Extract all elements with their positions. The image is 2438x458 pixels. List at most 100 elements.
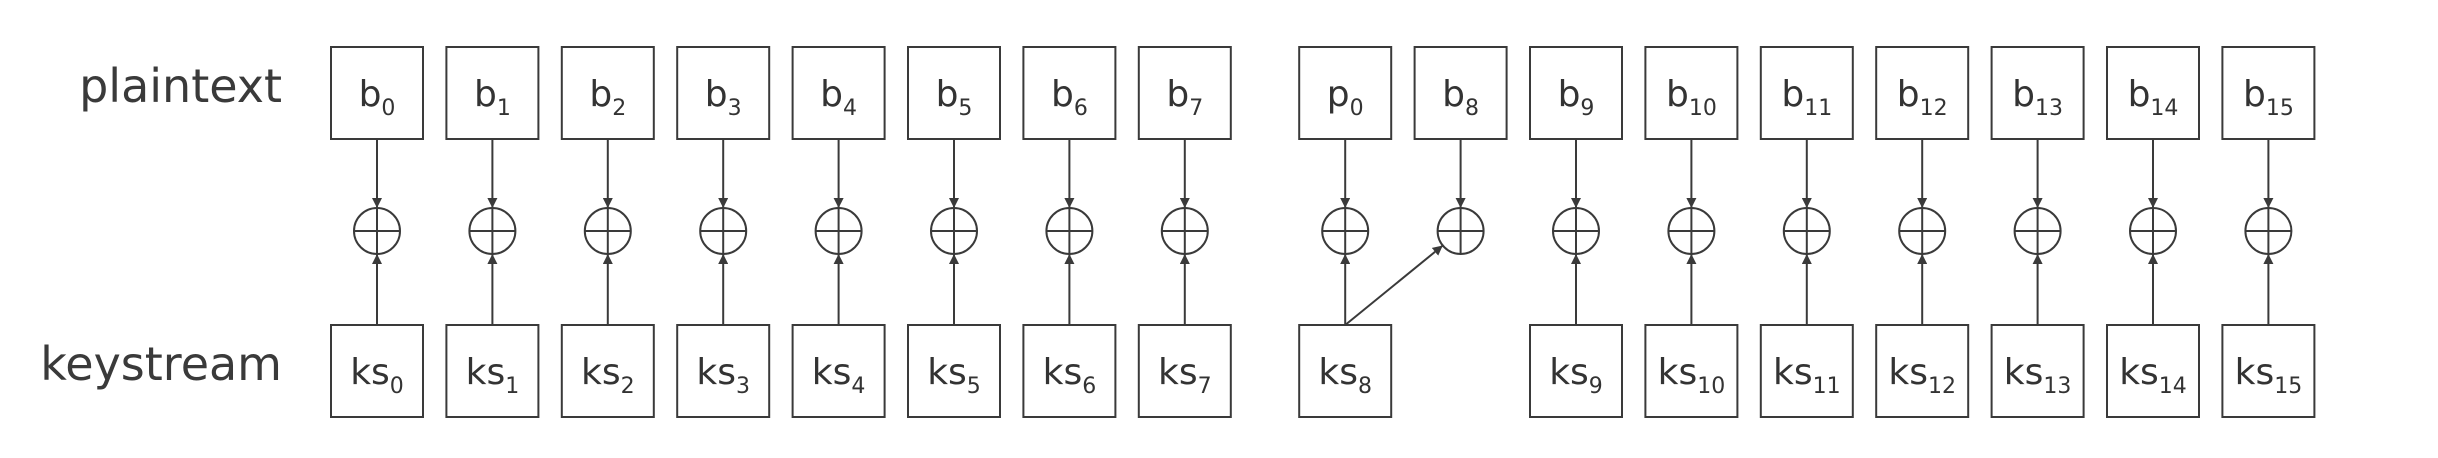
plaintext-box-b13: b13 [1990,46,2085,140]
plaintext-box-b4-subscript: 4 [843,96,857,121]
plaintext-box-b15-base: b [2243,74,2266,115]
keystream-box-ks14-base: ks [2119,352,2159,393]
xor-icon [1436,207,1485,255]
plaintext-box-b8-base: b [1442,74,1465,115]
plaintext-box-b9-frame [1529,46,1623,140]
plaintext-box-b4-base: b [820,74,843,115]
byte-columns: b0ks0b1ks1b2ks2b3ks3b4ks4b5ks5b6ks6b7ks7… [330,46,2316,418]
plaintext-box-b2: b2 [560,46,655,140]
keystream-box-ks15-base: ks [2235,352,2275,393]
plaintext-box-b8-frame [1413,46,1508,140]
plaintext-box-b3-base: b [705,74,728,115]
keystream-box-ks14: ks14 [2106,324,2200,418]
plaintext-box-b0-label: b0 [359,74,396,121]
plaintext-box-b13-label: b13 [2012,74,2063,121]
keystream-label: keystream [40,337,282,391]
xor-icon [1160,207,1209,255]
keystream-box-ks11: ks11 [1759,324,1854,418]
keystream-box-ks12-base: ks [1888,352,1928,393]
xor-icon [1898,207,1947,255]
xor-icon [1782,207,1831,255]
keystream-box-ks6: ks6 [1022,324,1117,418]
keystream-box-ks2-base: ks [581,352,621,393]
xor-icon [2013,207,2062,255]
plaintext-box-b2-base: b [589,74,612,115]
plaintext-box-b5-subscript: 5 [958,96,972,121]
plaintext-box-p0-label: p0 [1327,74,1364,121]
plaintext-box-b11-base: b [1781,74,1804,115]
keystream-box-ks7-subscript: 7 [1198,374,1212,399]
plaintext-box-b2-label: b2 [589,74,626,121]
plaintext-box-b7-subscript: 7 [1189,96,1203,121]
keystream-box-ks15: ks15 [2221,324,2316,418]
keystream-box-ks7-frame [1137,324,1232,418]
keystream-box-ks4-frame [791,324,886,418]
keystream-box-ks2-subscript: 2 [621,374,635,399]
keystream-box-ks9-label: ks9 [1549,352,1603,399]
keystream-box-ks4-label: ks4 [812,352,866,399]
keystream-box-ks7-base: ks [1158,352,1198,393]
plaintext-box-b2-frame [560,46,655,140]
plaintext-label: plaintext [79,59,282,113]
keystream-box-ks4-base: ks [812,352,852,393]
keystream-box-ks0-subscript: 0 [390,374,404,399]
plaintext-box-b2-subscript: 2 [612,96,626,121]
plaintext-box-b10-label: b10 [1666,74,1717,121]
plaintext-box-b7-label: b7 [1166,74,1203,121]
plaintext-box-b3-frame [676,46,771,140]
keystream-box-ks2: ks2 [560,324,655,418]
keystream-box-ks8-label: ks8 [1318,352,1372,399]
plaintext-box-p0-frame [1298,46,1393,140]
xor-icon [1321,207,1370,255]
plaintext-box-b0-base: b [359,74,382,115]
keystream-box-ks12-subscript: 12 [1928,374,1956,399]
keystream-box-ks13-base: ks [2004,352,2044,393]
xor-icon [1045,207,1094,255]
plaintext-box-b8-label: b8 [1442,74,1479,121]
keystream-box-ks4: ks4 [791,324,886,418]
plaintext-box-b8-subscript: 8 [1465,96,1479,121]
plaintext-box-b3: b3 [676,46,771,140]
xor-icon [353,207,401,255]
plaintext-box-b9-base: b [1558,74,1581,115]
keystream-box-ks14-subscript: 14 [2159,374,2187,399]
keystream-box-ks15-label: ks15 [2235,352,2303,399]
keystream-box-ks5-subscript: 5 [967,374,981,399]
plaintext-box-b5: b5 [907,46,1001,140]
keystream-box-ks0: ks0 [330,324,424,418]
plaintext-box-b10: b10 [1644,46,1739,140]
plaintext-box-b1-subscript: 1 [497,96,511,121]
keystream-reuse-arrow [1344,244,1444,326]
plaintext-box-b5-label: b5 [936,74,973,121]
plaintext-box-b11-frame [1759,46,1854,140]
plaintext-box-b7: b7 [1137,46,1232,140]
plaintext-box-b13-frame [1990,46,2085,140]
plaintext-box-p0-subscript: 0 [1350,96,1364,121]
keystream-box-ks14-label: ks14 [2119,352,2187,399]
keystream-box-ks3: ks3 [676,324,771,418]
xor-icon [1552,207,1600,255]
plaintext-box-b11-label: b11 [1781,74,1832,121]
plaintext-box-b12-base: b [1897,74,1920,115]
plaintext-box-b4-label: b4 [820,74,857,121]
plaintext-box-b8: b8 [1413,46,1508,140]
keystream-box-ks12: ks12 [1875,324,1970,418]
plaintext-box-b6-subscript: 6 [1074,96,1088,121]
keystream-box-ks13-frame [1990,324,2085,418]
keystream-box-ks15-frame [2221,324,2316,418]
keystream-box-ks8-subscript: 8 [1358,374,1372,399]
plaintext-box-b11-subscript: 11 [1804,96,1832,121]
keystream-box-ks10-subscript: 10 [1697,374,1725,399]
plaintext-box-b1: b1 [445,46,540,140]
plaintext-box-b15: b15 [2221,46,2316,140]
keystream-box-ks10-frame [1644,324,1739,418]
plaintext-box-b14-label: b14 [2128,74,2179,121]
plaintext-box-b15-label: b15 [2243,74,2294,121]
keystream-box-ks9-subscript: 9 [1589,374,1603,399]
keystream-box-ks6-base: ks [1043,352,1083,393]
plaintext-box-b10-base: b [1666,74,1689,115]
keystream-box-ks4-subscript: 4 [851,374,865,399]
xor-icon [2129,207,2177,255]
xor-icon [2244,207,2293,255]
plaintext-box-b0-frame [330,46,424,140]
